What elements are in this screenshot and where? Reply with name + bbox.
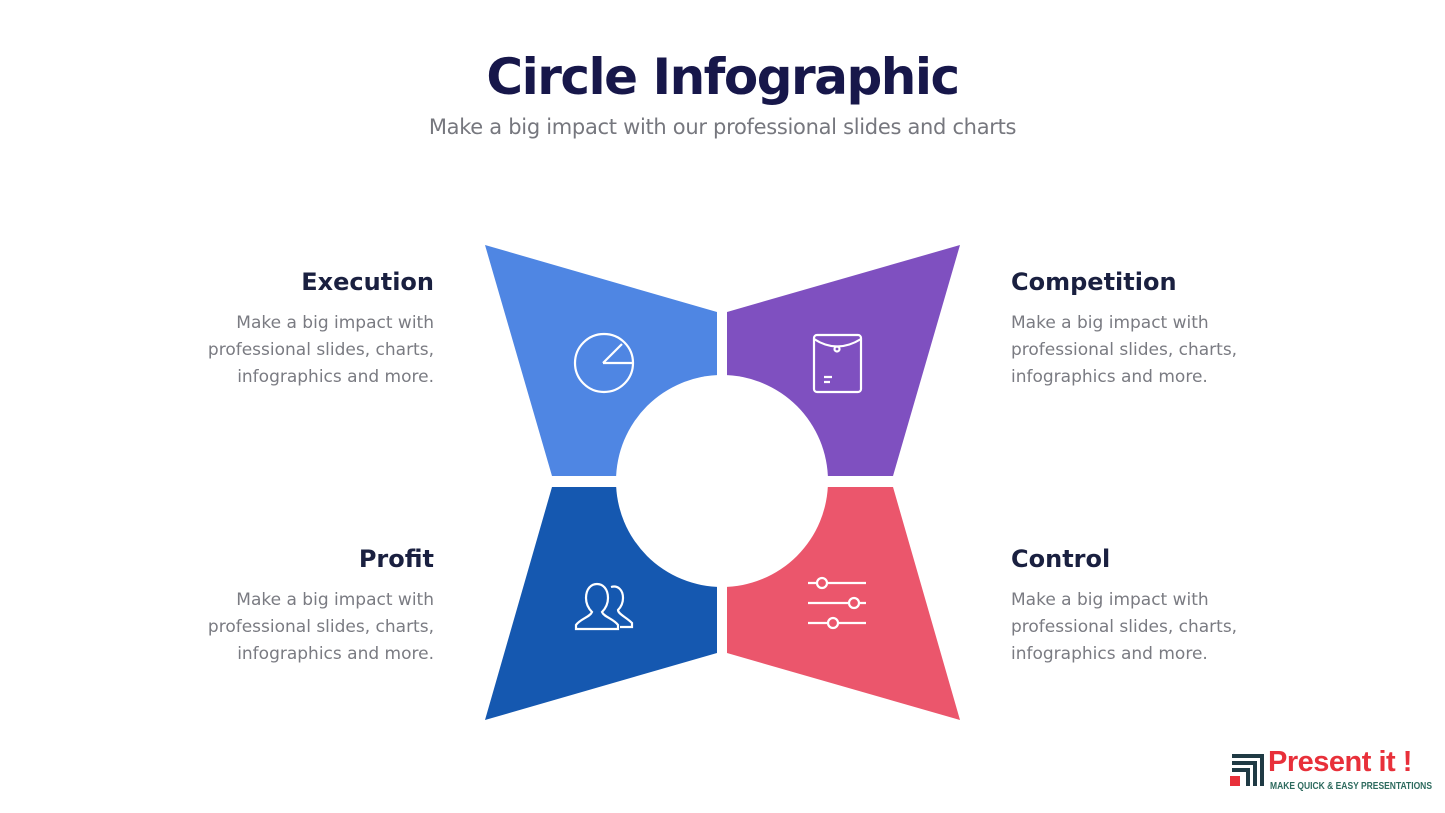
logo-brand: Present it ! xyxy=(1268,746,1412,778)
users-icon xyxy=(574,582,634,631)
pie-chart-icon xyxy=(573,332,635,394)
item-description: Make a big impact with professional slid… xyxy=(1011,587,1341,668)
page-subtitle: Make a big impact with our professional … xyxy=(428,115,1017,139)
item-competition: Competition Make a big impact with profe… xyxy=(1011,268,1341,391)
logo-tagline: MAKE QUICK & EASY PRESENTATIONS xyxy=(1270,781,1432,792)
brand-logo: Present it ! MAKE QUICK & EASY PRESENTAT… xyxy=(1230,746,1432,792)
sliders-icon xyxy=(808,576,866,630)
desc-line: professional slides, charts, xyxy=(1011,340,1238,360)
desc-line: Make a big impact with xyxy=(1011,590,1209,610)
item-execution: Execution Make a big impact with profess… xyxy=(104,268,434,391)
item-description: Make a big impact with professional slid… xyxy=(104,310,434,391)
item-title: Execution xyxy=(301,268,434,296)
desc-line: professional slides, charts, xyxy=(1011,617,1238,637)
item-profit: Profit Make a big impact with profession… xyxy=(104,545,434,668)
desc-line: professional slides, charts, xyxy=(207,340,434,360)
desc-line: Make a big impact with xyxy=(1011,313,1209,333)
center-circle xyxy=(616,375,828,587)
item-control: Control Make a big impact with professio… xyxy=(1011,545,1341,668)
item-title: Control xyxy=(1011,545,1111,573)
desc-line: Make a big impact with xyxy=(236,590,434,610)
desc-line: infographics and more. xyxy=(237,367,434,387)
desc-line: infographics and more. xyxy=(237,644,434,664)
item-title: Profit xyxy=(358,545,434,573)
desc-line: Make a big impact with xyxy=(236,313,434,333)
item-description: Make a big impact with professional slid… xyxy=(1011,310,1341,391)
page-title: Circle Infographic xyxy=(486,48,960,106)
item-description: Make a big impact with professional slid… xyxy=(104,587,434,668)
desc-line: infographics and more. xyxy=(1011,644,1208,664)
logo-mark-icon xyxy=(1230,754,1264,786)
desc-line: professional slides, charts, xyxy=(207,617,434,637)
item-title: Competition xyxy=(1011,268,1177,296)
desc-line: infographics and more. xyxy=(1011,367,1208,387)
envelope-icon xyxy=(812,333,863,394)
